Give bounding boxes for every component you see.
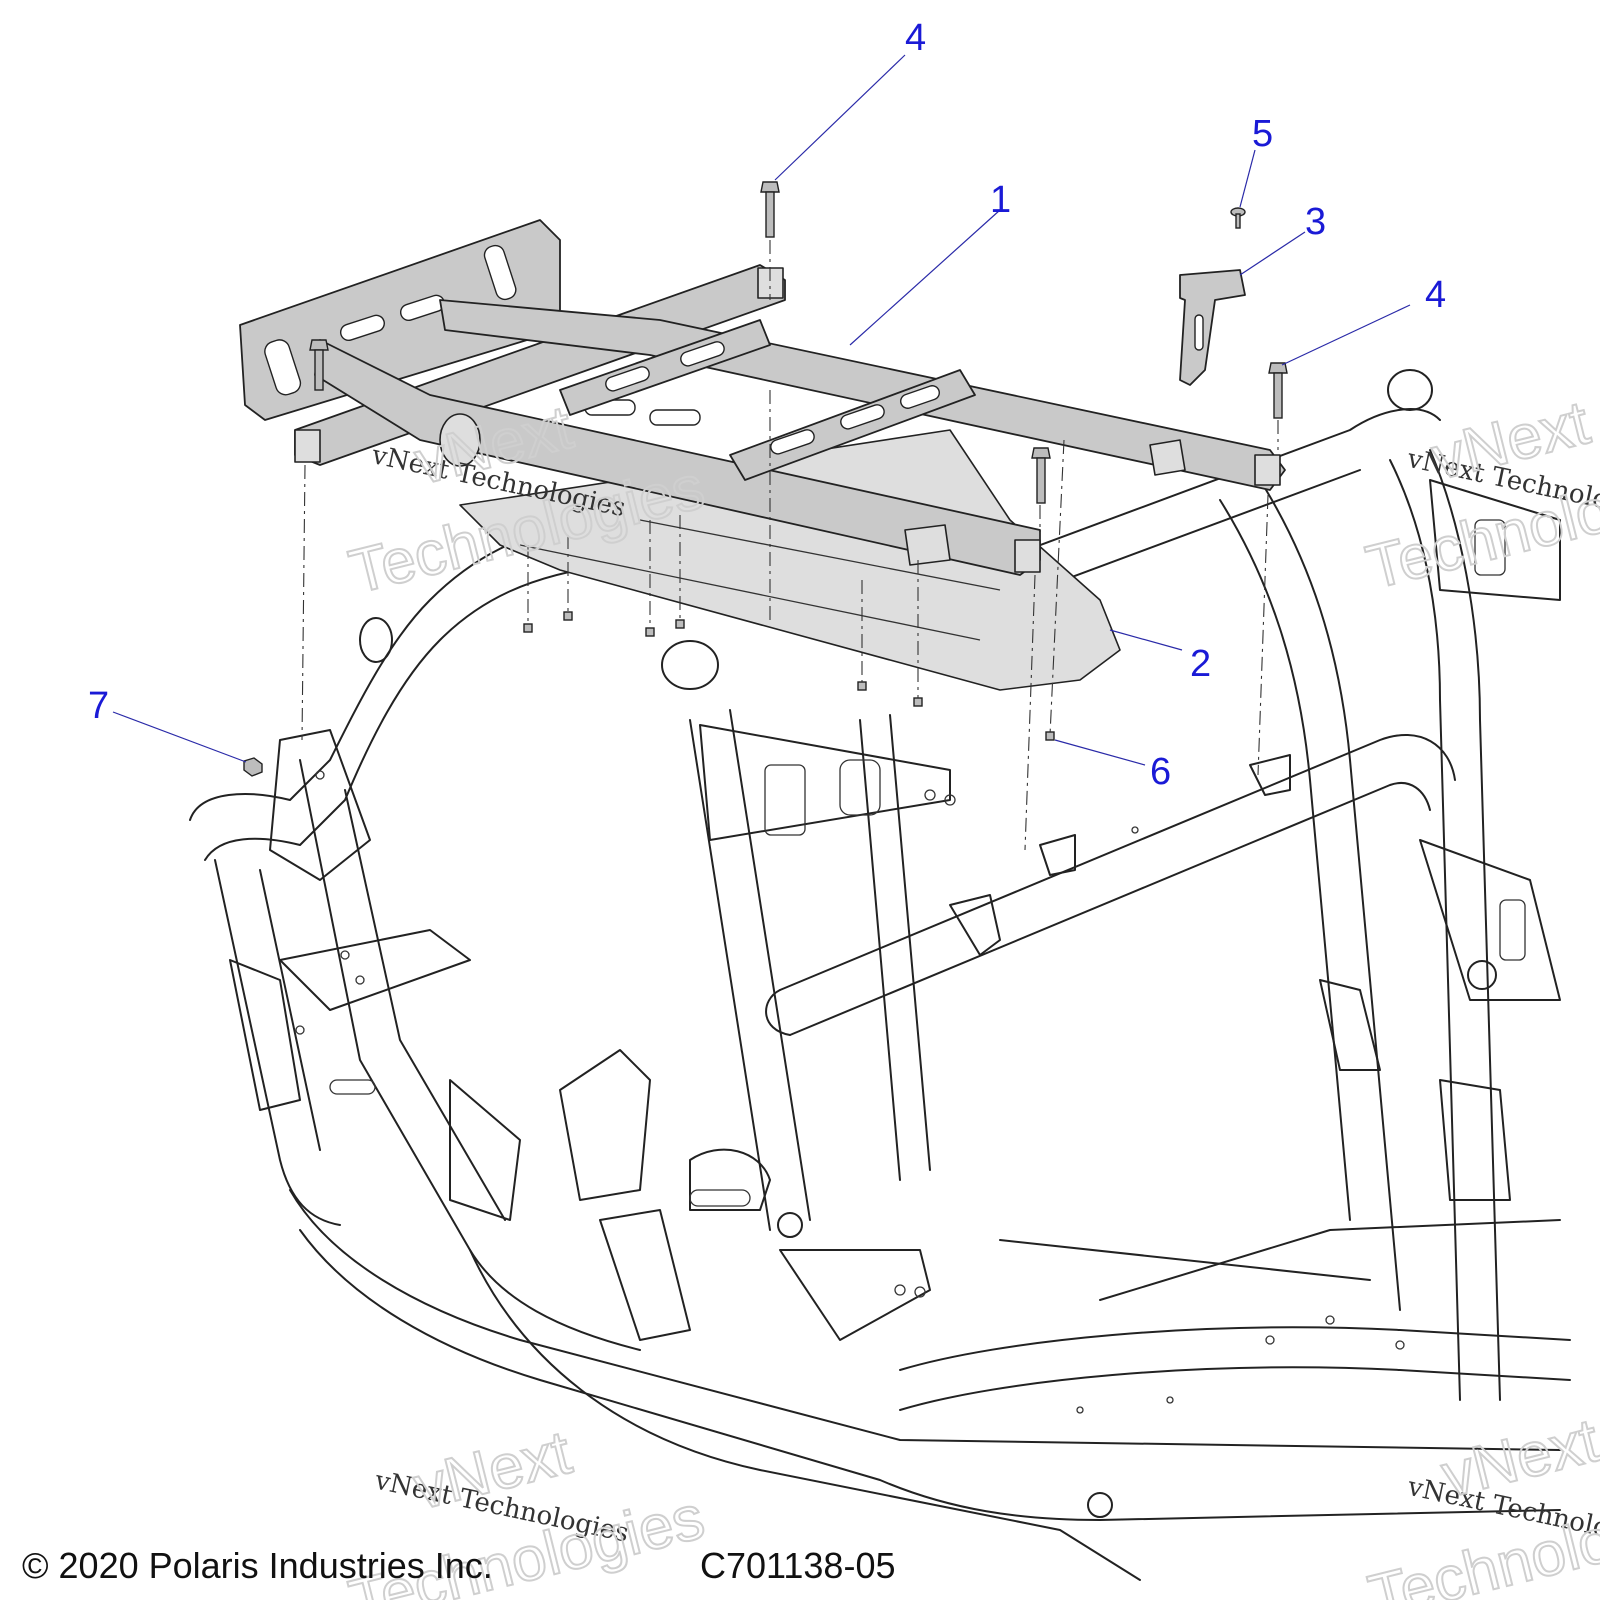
vehicle-frame <box>189 369 1571 1581</box>
leader-lines <box>112 54 1411 766</box>
callout-3: 3 <box>1305 201 1326 243</box>
callout-1: 1 <box>990 179 1011 221</box>
copyright-text: © 2020 Polaris Industries Inc. <box>22 1545 493 1586</box>
drawing-code: C701138-05 <box>700 1545 896 1586</box>
callout-5: 5 <box>1252 113 1273 155</box>
callout-4-top: 4 <box>905 17 926 59</box>
callout-2: 2 <box>1190 643 1211 685</box>
part-2-panel <box>459 429 1121 691</box>
callout-4-right: 4 <box>1425 274 1446 316</box>
alignment-lines <box>301 240 1279 851</box>
callout-6: 6 <box>1150 751 1171 793</box>
callout-7: 7 <box>88 685 109 727</box>
callouts: 4 1 5 3 4 2 7 6 <box>88 17 1446 793</box>
part-3-bracket <box>1179 269 1246 386</box>
